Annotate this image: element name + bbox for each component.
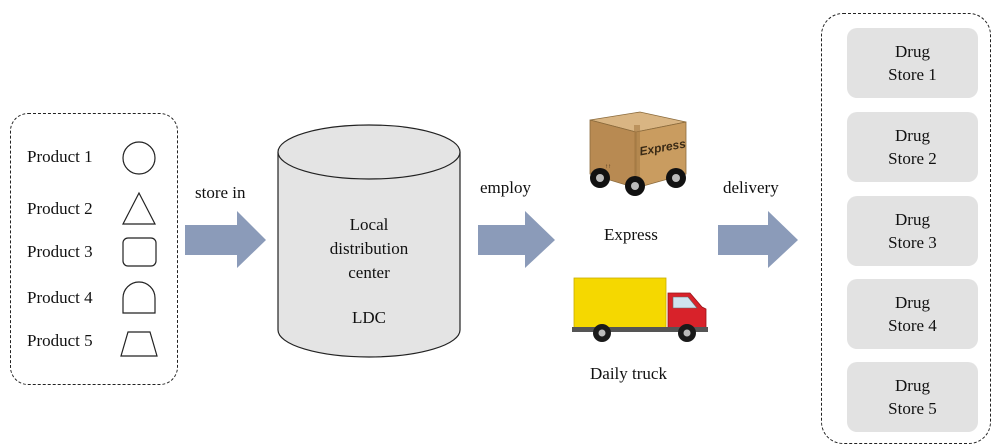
product-label-2: Product 2 [27,199,93,218]
drug-store-3-line-1: Drug [895,210,930,229]
product-label-4: Product 4 [27,288,93,307]
products-group [10,113,178,385]
svg-text:↑↑: ↑↑ [605,164,611,170]
ldc-line-2: distribution [329,239,409,258]
drug-store-2: Drug Store 2 [847,112,978,182]
drug-store-5-line-1: Drug [895,376,930,395]
express-box-cart-icon: Express ↑↑ [589,111,687,196]
triangle-icon [122,191,156,225]
arrow-employ [478,211,555,268]
drug-store-1-line-1: Drug [895,42,930,61]
drug-store-4-line-2: Store 4 [888,316,937,335]
drug-store-1: Drug Store 1 [847,28,978,98]
ldc-title: Local distribution center [279,213,459,285]
drug-store-4-line-1: Drug [895,293,930,312]
rounded-rectangle-icon [122,237,157,267]
drug-store-3: Drug Store 3 [847,196,978,266]
daily-truck-label: Daily truck [590,364,667,383]
circle-icon [122,141,156,175]
drug-store-2-line-2: Store 2 [888,149,937,168]
ldc-abbr: LDC [352,308,386,327]
arrow-store-in [185,211,266,268]
delivery-label: delivery [723,178,779,197]
drug-store-4: Drug Store 4 [847,279,978,349]
product-label-5: Product 5 [27,331,93,350]
drug-store-5-line-2: Store 5 [888,399,937,418]
trapezoid-icon [120,331,158,357]
drug-store-3-line-2: Store 3 [888,233,937,252]
arrow-delivery [718,211,798,268]
delivery-truck-icon [572,277,708,342]
drug-store-5: Drug Store 5 [847,362,978,432]
employ-label: employ [480,178,531,197]
ldc-line-3: center [348,263,390,282]
drug-stores-group [821,13,991,444]
ldc-line-1: Local [349,215,389,234]
express-label: Express [604,225,658,244]
ldc-cylinder [277,124,461,358]
product-label-3: Product 3 [27,242,93,261]
drug-store-2-line-1: Drug [895,126,930,145]
store-in-label: store in [195,183,246,202]
product-label-1: Product 1 [27,147,93,166]
arch-icon [122,281,156,314]
drug-store-1-line-2: Store 1 [888,65,937,84]
